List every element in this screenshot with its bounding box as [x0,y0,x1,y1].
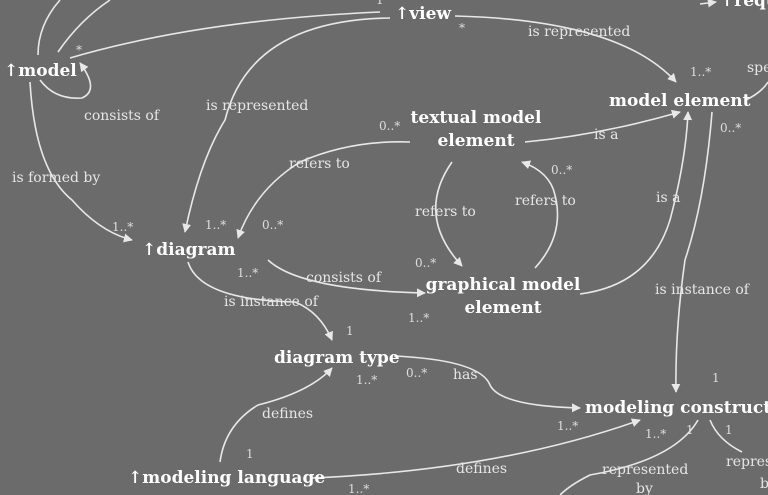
node-view[interactable]: ↑view [395,4,451,24]
edge-graphical-refers-to-textual [521,160,559,269]
edge-view-is-represented-right [454,15,677,83]
edge-language-defines-type [219,367,333,463]
node-textual-model-element-line2[interactable]: element [437,131,514,151]
label-defines-type: defines [262,406,313,422]
mult-1n-graphical: 1..* [408,311,429,325]
edge-model-element-is-instance-of [671,111,713,393]
edge-textual-refers-to-diagram [236,141,411,239]
mult-star-view: * [459,21,465,35]
mult-1-construct-a: 1 [686,423,694,437]
node-diagram-type[interactable]: diagram type [274,348,400,368]
node-requ[interactable]: ↑requ [720,0,768,11]
node-diagram[interactable]: ↑diagram [142,240,235,260]
multiplicities: * * 1 1..* 0..* 0..* 0..* 0..* 1..* 1..*… [76,0,741,495]
node-modeling-language[interactable]: ↑modeling language [128,468,325,488]
nodes: ↑model ↑view ↑requ model element textual… [4,0,768,488]
edge-view-is-represented-left [182,17,391,233]
node-modeling-construct[interactable]: modeling construct [585,398,768,418]
node-graphical-model-element-line2[interactable]: element [464,298,541,318]
label-is-represented-left: is represented [206,98,308,114]
node-model-element[interactable]: model element [609,91,751,111]
mult-1n-construct-defines: 1..* [645,427,666,441]
mult-1-construct-top: 1 [712,371,720,385]
label-repres-line1: repres [726,454,768,470]
edge-diagram-type-has [393,355,581,413]
label-represented-line2: by [636,481,653,495]
label-is-a-graphical: is a [656,190,680,206]
edge-to-requ [699,0,717,8]
edge-graphical-is-a [579,111,693,295]
label-is-a-textual: is a [594,127,618,143]
label-is-formed-by: is formed by [12,170,100,186]
label-represented-line1: represented [602,462,688,478]
edge-labels: consists of is formed by is represented … [12,24,768,495]
label-refers-to-left: refers to [289,156,350,172]
label-spe: spe [747,60,768,76]
mult-0n-graphical: 0..* [415,256,436,270]
node-textual-model-element-line1[interactable]: textual model [411,108,542,128]
edges [29,0,768,495]
label-consists-of-model: consists of [84,108,161,124]
edge-construct-represented-by [559,419,699,495]
label-refers-to-right: refers to [515,193,576,209]
edge-model-view [69,11,381,59]
label-is-represented-right: is represented [528,24,630,40]
mult-0n-diagram-in: 0..* [262,218,283,232]
mult-0n-model-element: 0..* [720,121,741,135]
mult-star-top: * [76,43,82,57]
mult-1-construct-b: 1 [725,423,733,437]
mult-1n-diagram-left: 1..* [112,220,133,234]
label-is-instance-of-diagram: is instance of [224,294,320,310]
mult-1n-model-element: 1..* [690,65,711,79]
mult-0n-textual: 0..* [379,119,400,133]
mult-0n-has: 0..* [406,366,427,380]
edge-diagram-is-instance-of [187,261,333,341]
mult-1-type: 1 [346,324,354,338]
mult-1n-construct-left: 1..* [557,419,578,433]
label-consists-of-diagram: consists of [306,270,383,286]
edge-model-is-formed-by [29,81,133,243]
edge-diagram-consists-of [267,259,426,298]
mult-1n-type: 1..* [356,373,377,387]
label-refers-to-mid: refers to [415,204,476,220]
edge-model-top-left [37,0,61,56]
edge-textual-refers-to-graphical [434,161,463,267]
mult-1n-language: 1..* [348,482,369,495]
mult-0n-refers: 0..* [551,163,572,177]
label-defines-construct: defines [456,461,507,477]
edge-language-defines-construct [311,418,641,479]
label-is-instance-of-construct: is instance of [655,282,751,298]
node-graphical-model-element-line1[interactable]: graphical model [426,275,581,295]
node-model[interactable]: ↑model [4,61,77,81]
label-repres-line2: b [760,476,768,492]
edge-construct-repres [709,419,743,453]
edge-model-consists-of-self [39,62,92,99]
mult-1-top: 1 [376,0,384,7]
label-has: has [453,367,478,383]
edge-model-element-spe [745,81,768,101]
mult-1-language: 1 [246,447,254,461]
mult-1n-diagram-out: 1..* [237,266,258,280]
mult-1n-diagram-in: 1..* [205,218,226,232]
edge-textual-is-a [524,109,681,143]
edge-model-top-right [57,0,111,53]
